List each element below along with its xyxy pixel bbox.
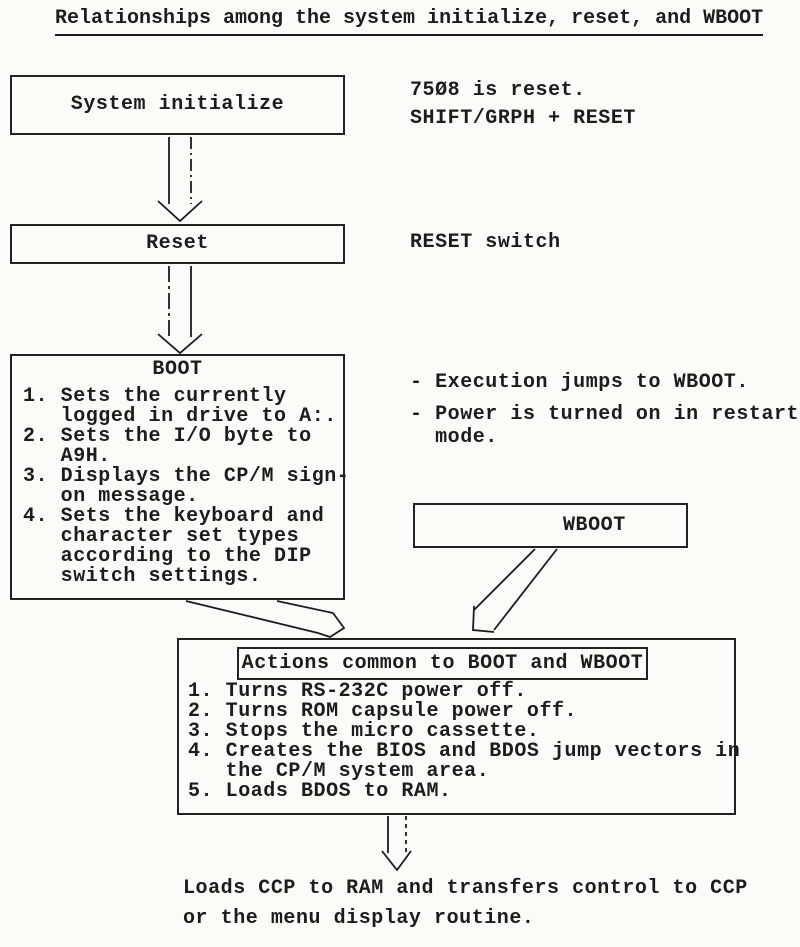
wboot-label: WBOOT xyxy=(563,514,626,537)
actions-title: Actions common to BOOT and WBOOT xyxy=(241,652,644,675)
arrow-shaft xyxy=(185,600,319,634)
footer-note: Loads CCP to RAM and transfers control t… xyxy=(183,874,748,934)
text-line: A9H. xyxy=(23,445,111,468)
actions-steps: 1. Turns RS-232C power off.2. Turns ROM … xyxy=(179,680,741,803)
text-line: on message. xyxy=(23,485,199,508)
arrow-system-to-reset xyxy=(157,137,203,223)
text-line: switch settings. xyxy=(23,565,262,588)
note-7508-reset: 75Ø8 is reset. xyxy=(410,79,586,102)
arrow-head xyxy=(381,850,412,872)
text-line: 3. Displays the CP/M sign- xyxy=(23,465,350,488)
text-line: or the menu display routine. xyxy=(183,907,535,930)
arrow-boot-to-actions xyxy=(185,600,346,638)
text-line: - Power is turned on in restart xyxy=(410,403,800,426)
page-title: Relationships among the system initializ… xyxy=(55,8,764,36)
arrow-shaft xyxy=(473,548,536,611)
arrow-head xyxy=(157,200,203,223)
arrow-head xyxy=(472,605,495,633)
text-line: according to the DIP xyxy=(23,545,312,568)
system-initialize-box: System initialize xyxy=(10,75,345,135)
wboot-box: WBOOT xyxy=(413,503,688,548)
note-reset-switch: RESET switch xyxy=(410,231,561,254)
arrow-shaft xyxy=(493,548,558,631)
boot-box: BOOT 1. Sets the currently logged in dri… xyxy=(10,354,350,600)
text-line: the CP/M system area. xyxy=(188,760,490,783)
arrow-head xyxy=(276,600,346,638)
arrow-actions-to-footer xyxy=(381,816,412,872)
arrow-reset-to-boot xyxy=(157,266,203,355)
text-line: Loads CCP to RAM and transfers control t… xyxy=(183,877,748,900)
text-line: 5. Loads BDOS to RAM. xyxy=(188,780,452,803)
text-line: 3. Stops the micro cassette. xyxy=(188,720,540,743)
text-line: 1. Sets the currently xyxy=(23,385,287,408)
note-power-restart-mode: - Power is turned on in restart mode. xyxy=(410,403,799,449)
reset-box: Reset xyxy=(10,224,345,264)
system-initialize-label: System initialize xyxy=(70,93,285,116)
text-line: 1. Turns RS-232C power off. xyxy=(188,680,527,703)
note-execution-jumps-wboot: - Execution jumps to WBOOT. xyxy=(410,371,749,394)
text-line: 2. Turns ROM capsule power off. xyxy=(188,700,578,723)
arrow-head xyxy=(157,333,203,355)
boot-title: BOOT xyxy=(152,358,203,381)
actions-box: Actions common to BOOT and WBOOT 1. Turn… xyxy=(177,638,741,815)
text-line: character set types xyxy=(23,525,300,548)
text-line: logged in drive to A:. xyxy=(23,405,337,428)
boot-steps: 1. Sets the currently logged in drive to… xyxy=(12,385,350,588)
text-line: mode. xyxy=(410,426,498,449)
text-line: 4. Creates the BIOS and BDOS jump vector… xyxy=(188,740,741,763)
actions-title-box: Actions common to BOOT and WBOOT xyxy=(237,647,648,680)
note-shift-grph-reset: SHIFT/GRPH + RESET xyxy=(410,107,636,130)
reset-label: Reset xyxy=(146,232,209,255)
text-line: 4. Sets the keyboard and xyxy=(23,505,325,528)
arrow-wboot-to-actions xyxy=(472,548,558,633)
text-line: 2. Sets the I/O byte to xyxy=(23,425,312,448)
